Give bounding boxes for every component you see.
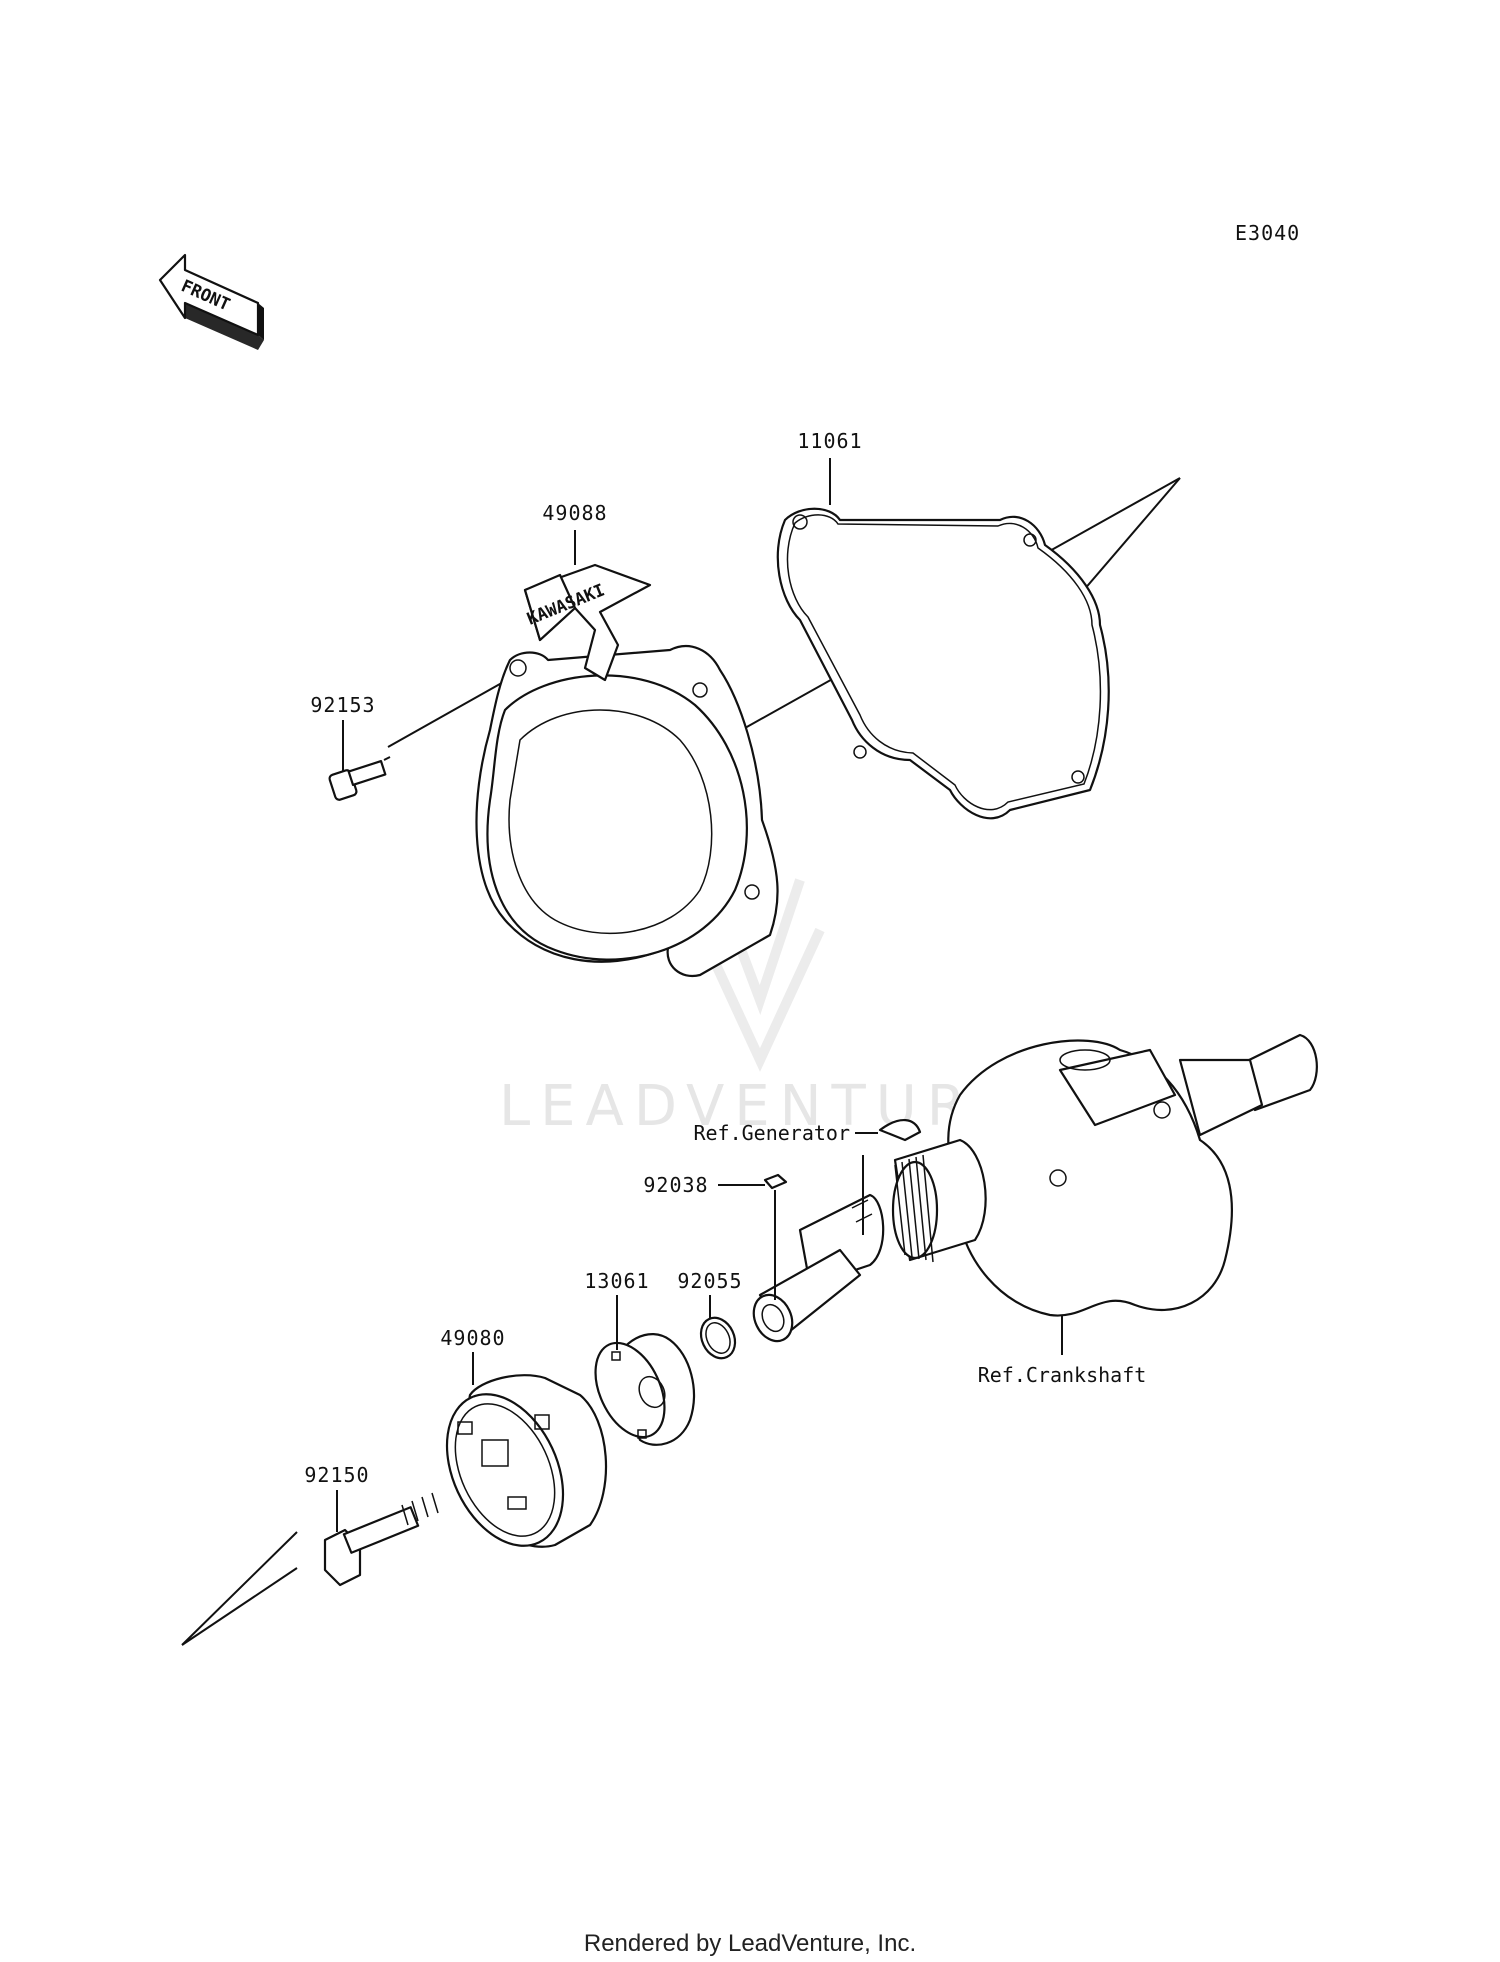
o-ring-92055: [699, 1316, 737, 1360]
diagram-code: E3040: [1235, 221, 1300, 245]
woodruff-key: [878, 1119, 922, 1142]
callout-92038: 92038: [643, 1173, 708, 1197]
front-arrow-icon: FRONT: [158, 253, 264, 350]
bolt-92150: [323, 1492, 439, 1587]
bolt-92153: [328, 756, 391, 801]
recoil-starter-49088: KAWASAKI: [475, 563, 779, 978]
watermark-text: LEADVENTURE: [499, 1074, 1021, 1139]
footer-credit: Rendered by LeadVenture, Inc.: [583, 1930, 917, 1957]
ref-crankshaft-label: Ref.Crankshaft: [978, 1363, 1147, 1387]
callout-49088: 49088: [542, 501, 607, 525]
pulley-49080: [445, 1374, 608, 1548]
ref-generator-label: Ref.Generator: [693, 1121, 850, 1145]
key-92038: [763, 1173, 788, 1190]
callout-11061: 11061: [797, 429, 862, 453]
callout-92153: 92153: [310, 693, 375, 717]
gasket-11061: [776, 507, 1110, 820]
hub-13061: [594, 1333, 695, 1446]
callout-92055: 92055: [677, 1269, 742, 1293]
watermark: LEADVENTURE: [499, 878, 1021, 1139]
leader-lines: [336, 458, 1063, 1532]
callout-49080: 49080: [440, 1326, 505, 1350]
callout-92150: 92150: [304, 1463, 369, 1487]
crankshaft: [752, 1033, 1318, 1343]
callout-13061: 13061: [584, 1269, 649, 1293]
